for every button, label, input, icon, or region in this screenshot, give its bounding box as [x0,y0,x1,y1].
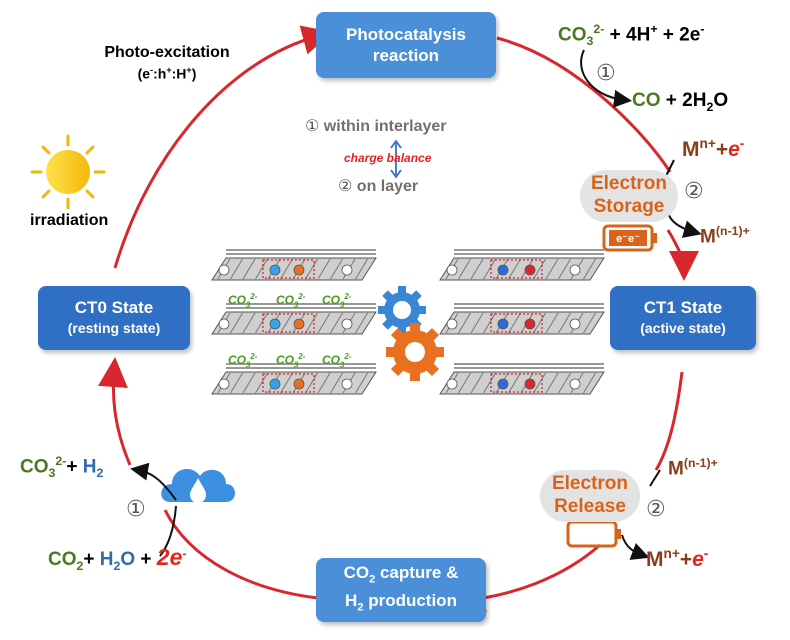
photo-excitation-label: Photo-excitation (e-:h+:H+) [82,44,252,82]
storage-metal-out: M(n-1)+ [700,224,750,248]
structure-layer [211,303,377,335]
co2-capture-line2: H2 production [345,591,457,614]
co3-label: CO32- [276,292,306,310]
release-arrow-in [649,469,661,487]
metal-atom [269,318,281,330]
top-right-reactants: CO32- + 4H+ + 2e- [558,22,705,49]
reaction-arrow-top-right [580,49,632,108]
ct1-title: CT1 State [643,298,723,317]
metal-atom [293,378,305,390]
co2-capture-line1: CO2 capture & [343,562,459,585]
release-metal-in: M(n-1)+ [668,456,718,480]
gear-orange-icon [386,323,444,381]
release-step-number: ② [646,496,666,521]
structure-layer [211,249,377,281]
gear-blue-icon [378,286,426,334]
metal-atom [293,264,305,276]
metal-atom [569,318,581,330]
sun-icon [30,134,106,210]
top-right-step-number: ① [596,60,616,85]
metal-atom [524,264,536,276]
irradiation-label: irradiation [30,212,109,229]
metal-atom [569,378,581,390]
metal-atom [293,318,305,330]
svg-text:e⁻e⁻: e⁻e⁻ [616,233,640,245]
reaction-arrow-bottom-left-out [130,462,177,501]
release-arrow-out [621,534,650,560]
metal-atom [341,378,353,390]
ct1-subtitle: (active state) [640,320,726,336]
cycle-arc-top-left [113,25,333,269]
ct0-subtitle: (resting state) [67,320,161,336]
metal-atom [269,264,281,276]
metal-atom [446,264,458,276]
ct0-state-box: CT0 State (resting state) [38,286,190,350]
metal-atom [218,264,230,276]
metal-atom [269,378,281,390]
layered-structure-right [439,249,605,395]
bottom-left-products: CO32-+ H2 [20,454,104,481]
metal-atom [446,378,458,390]
photocatalysis-reaction-box: Photocatalysis reaction [316,12,496,78]
ct0-title: CT0 State [74,298,154,317]
electron-release-label: Electron Release [540,470,640,522]
metal-atom [341,318,353,330]
metal-atom [569,264,581,276]
structure-layer [439,303,605,335]
charge-balance-arrow [390,139,402,179]
co2-capture-box: CO2 capture & H2 production [316,558,486,622]
metal-atom [446,318,458,330]
metal-atom [524,378,536,390]
co3-label: CO32- [322,292,352,310]
step2-on-layer: ② on layer [338,178,419,195]
photocatalysis-line2: reaction [372,46,440,65]
structure-layer [439,249,605,281]
storage-metal-in: Mn++e- [682,136,745,161]
photocatalysis-line1: Photocatalysis [346,25,466,44]
battery-storage-icon: e⁻e⁻ [602,224,657,252]
structure-layer [439,363,605,395]
cycle-arc-right-upper [666,229,699,281]
cloud-icon [161,469,235,503]
cycle-arc-top-right [496,36,672,173]
metal-atom [497,318,509,330]
storage-step-number: ② [684,178,704,203]
co3-label: CO32- [228,292,258,310]
cycle-arc-right-lower [654,371,684,471]
metal-atom [497,378,509,390]
metal-atom [341,264,353,276]
structure-layer [211,363,377,395]
ct1-state-box: CT1 State (active state) [610,286,756,350]
metal-atom [497,264,509,276]
top-right-products: CO + 2H2O [632,90,729,114]
co3-label: CO32- [228,352,258,370]
charge-balance-label: charge balance [344,151,432,165]
electron-storage-label: Electron Storage [580,170,678,222]
photo-excitation-ratio: (e-:h+:H+) [137,65,197,82]
storage-arrow-in [665,159,675,177]
metal-atom [218,378,230,390]
battery-empty-icon [566,520,621,548]
co3-label: CO32- [322,352,352,370]
bottom-left-step-number: ① [126,496,146,521]
cycle-arc-bottom-right [455,543,601,614]
step1-within-interlayer: ① within interlayer [305,118,447,135]
reaction-arrow-bottom-left-in [159,505,177,557]
release-metal-out: Mn++e- [646,546,709,571]
layered-structure-left [211,249,377,395]
cycle-arc-bottom-left [163,509,319,600]
metal-atom [524,318,536,330]
metal-atom [218,318,230,330]
co3-label: CO32- [276,352,306,370]
cycle-arc-left-lower [97,357,132,466]
bottom-left-reactants: CO2+ H2O + 2e- [48,544,187,573]
